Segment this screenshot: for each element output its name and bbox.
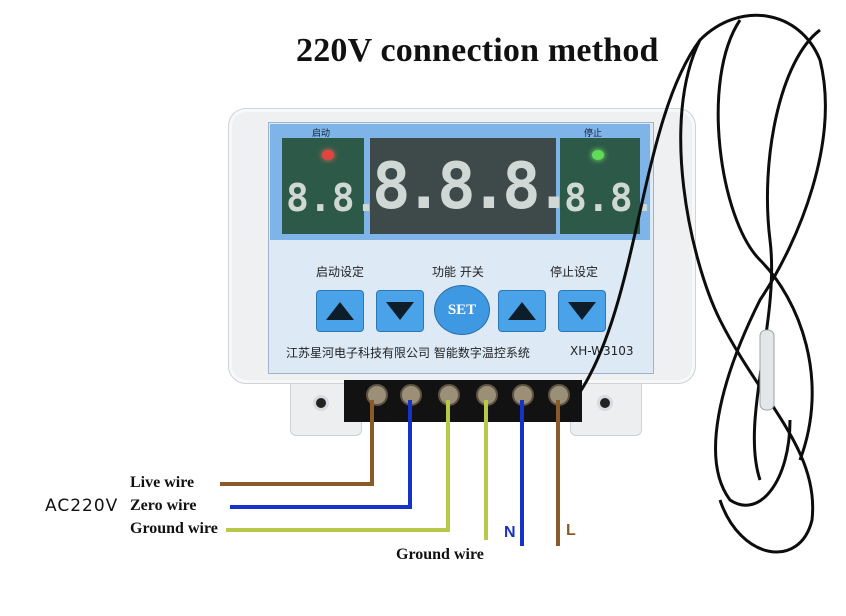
left-led-window: 8.8. bbox=[282, 138, 378, 234]
stop-up-button[interactable] bbox=[498, 290, 546, 332]
stop-indicator-label: 停止 bbox=[584, 129, 603, 139]
zero-wire bbox=[230, 400, 412, 509]
right-led-window: 8.8. bbox=[560, 138, 656, 234]
l-label: L bbox=[566, 522, 576, 539]
up-arrow-icon bbox=[508, 302, 536, 320]
sensor-cable bbox=[578, 13, 827, 554]
start-down-button[interactable] bbox=[376, 290, 424, 332]
center-display: 8.8.8. bbox=[372, 150, 573, 224]
stop-setting-label: 停止设定 bbox=[550, 265, 599, 279]
n-label: N bbox=[504, 524, 516, 541]
stop-down-button[interactable] bbox=[558, 290, 606, 332]
ground-wire-label-left: Ground wire bbox=[130, 520, 218, 537]
live-wire-label: Live wire bbox=[130, 474, 195, 491]
function-switch-label: 功能 开关 bbox=[432, 265, 484, 279]
live-wire bbox=[220, 400, 374, 486]
ground-wire-label-bottom: Ground wire bbox=[396, 546, 484, 563]
down-arrow-icon bbox=[386, 302, 414, 320]
page-title: 220V connection method bbox=[296, 32, 659, 69]
set-button[interactable]: SET bbox=[434, 285, 490, 335]
left-mount-hole bbox=[313, 395, 329, 411]
brand-text: 江苏星河电子科技有限公司 智能数字温控系统 bbox=[286, 346, 530, 360]
start-up-button[interactable] bbox=[316, 290, 364, 332]
left-display: 8.8. bbox=[286, 176, 378, 220]
ac220v-label: AC220V bbox=[45, 496, 119, 516]
right-mount-hole bbox=[597, 395, 613, 411]
start-setting-label: 启动设定 bbox=[316, 265, 365, 279]
temperature-probe bbox=[759, 329, 775, 411]
zero-wire-label: Zero wire bbox=[130, 497, 197, 514]
ground-wire-left bbox=[226, 400, 450, 532]
up-arrow-icon bbox=[326, 302, 354, 320]
start-indicator-label: 启动 bbox=[312, 129, 331, 139]
center-led-window: 8.8.8. bbox=[370, 138, 573, 234]
start-led bbox=[322, 150, 334, 160]
down-arrow-icon bbox=[568, 302, 596, 320]
stop-led bbox=[592, 150, 604, 160]
